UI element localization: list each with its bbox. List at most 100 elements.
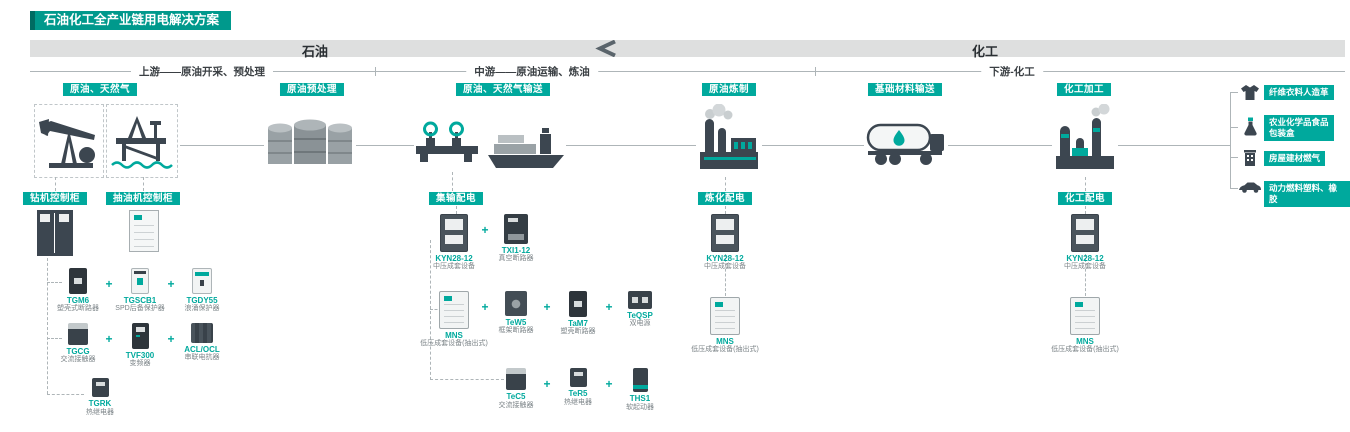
product-name: KYN28-12 <box>1066 254 1104 263</box>
product-name: KYN28-12 <box>706 254 744 263</box>
product-name: ACL/OCL <box>184 345 220 355</box>
plus-separator: + <box>605 377 613 392</box>
product-image <box>711 214 739 252</box>
process-label-transport: 原油、天然气输送 <box>455 83 551 96</box>
connector-dashed <box>1085 206 1086 214</box>
product-image <box>440 214 468 252</box>
product-desc: 交流接触器 <box>498 401 534 409</box>
plus-separator: + <box>481 223 489 237</box>
process-label-refining: 原油炼制 <box>701 83 757 96</box>
plus-separator: + <box>105 277 113 291</box>
product-desc: 真空断路器 <box>498 255 534 263</box>
product-desc: 软起动器 <box>626 403 654 411</box>
connector-line <box>1230 92 1238 93</box>
plus-separator: + <box>167 277 175 291</box>
connector-dashed <box>456 206 457 214</box>
connector-line <box>948 145 1052 146</box>
output-label-fuel-plastic: 动力燃料塑料、橡胶 <box>1264 181 1350 208</box>
connector-dashed <box>430 240 431 380</box>
product-image <box>91 378 109 398</box>
product-name: MNS <box>1076 337 1094 347</box>
connector-dashed <box>1085 254 1086 296</box>
chemical-plant-icon <box>1056 104 1114 169</box>
product-image <box>192 268 212 294</box>
band-label-petroleum: 石油 <box>301 44 329 59</box>
band-background <box>30 40 1345 57</box>
band-chevron-icon <box>595 40 616 57</box>
connector-dashed <box>47 394 84 395</box>
product-desc: 框架断路器 <box>498 327 534 335</box>
product-desc: 中压成套设备 <box>1064 263 1106 271</box>
product-desc: 热继电器 <box>564 398 592 406</box>
product-desc: 低压成套设备(抽出式) <box>691 346 759 354</box>
connector-dashed <box>430 309 442 310</box>
product-name: THS1 <box>629 394 651 404</box>
product-name: TeC5 <box>506 392 526 402</box>
process-label-materials-transport: 基础材料输送 <box>867 83 943 96</box>
product-image <box>68 323 88 346</box>
process-label-chemical-processing: 化工加工 <box>1056 83 1112 96</box>
product-image <box>505 291 527 317</box>
stage-tick <box>815 67 816 76</box>
product-name: MNS <box>445 331 463 341</box>
product-name: TeW5 <box>505 318 527 328</box>
product-image <box>628 291 652 310</box>
tshirt-icon <box>1241 85 1259 100</box>
connector-line <box>1230 157 1238 158</box>
product-image <box>131 323 149 350</box>
band-label-chemical: 化工 <box>971 44 999 59</box>
connector-line <box>566 145 696 146</box>
panel-label-pumpjack-cabinet: 抽油机控制柜 <box>105 192 181 205</box>
connector-dashed <box>47 282 62 283</box>
product-image <box>69 268 87 294</box>
connector-line <box>1230 188 1238 189</box>
car-icon <box>1239 182 1261 193</box>
pumpjack-control-cabinet-image <box>129 210 159 252</box>
plus-separator: + <box>605 300 613 315</box>
product-name: TGSCB1 <box>123 296 157 305</box>
connector-line <box>180 145 264 146</box>
pump-jack-frame <box>34 104 104 178</box>
connector-dashed <box>143 177 144 191</box>
product-image <box>506 368 526 391</box>
product-name: TGDY55 <box>186 296 218 305</box>
plus-separator: + <box>105 332 113 347</box>
product-desc: 塑壳式断路器 <box>57 305 99 313</box>
product-desc: 浪涌保护器 <box>184 305 220 313</box>
connector-dashed <box>1085 177 1086 191</box>
product-desc: 塑壳断路器 <box>560 328 596 336</box>
product-desc: 中压成套设备 <box>704 263 746 271</box>
title-banner: 石油化工全产业链用电解决方案 <box>30 11 232 30</box>
panel-label-refining-power: 炼化配电 <box>697 192 753 205</box>
product-desc: 变频器 <box>129 360 151 368</box>
panel-label-gathering-power: 集输配电 <box>428 192 484 205</box>
connector-dashed <box>47 338 62 339</box>
stage-label-upstream: 上游——原油开采、预处理 <box>131 64 273 79</box>
product-desc: 热继电器 <box>86 408 114 416</box>
stage-label-downstream: 下游-化工 <box>981 64 1043 79</box>
product-image <box>504 214 528 244</box>
plus-separator: + <box>481 300 489 315</box>
product-name: TGM6 <box>66 296 90 305</box>
product-name: TaM7 <box>568 319 588 329</box>
offshore-platform-icon <box>111 116 173 169</box>
product-desc: 交流接触器 <box>60 356 96 364</box>
product-name: TGCG <box>66 347 90 357</box>
tanker-truck-icon <box>866 123 944 165</box>
process-label-pretreatment: 原油预处理 <box>279 83 345 96</box>
connector-line <box>1230 127 1238 128</box>
